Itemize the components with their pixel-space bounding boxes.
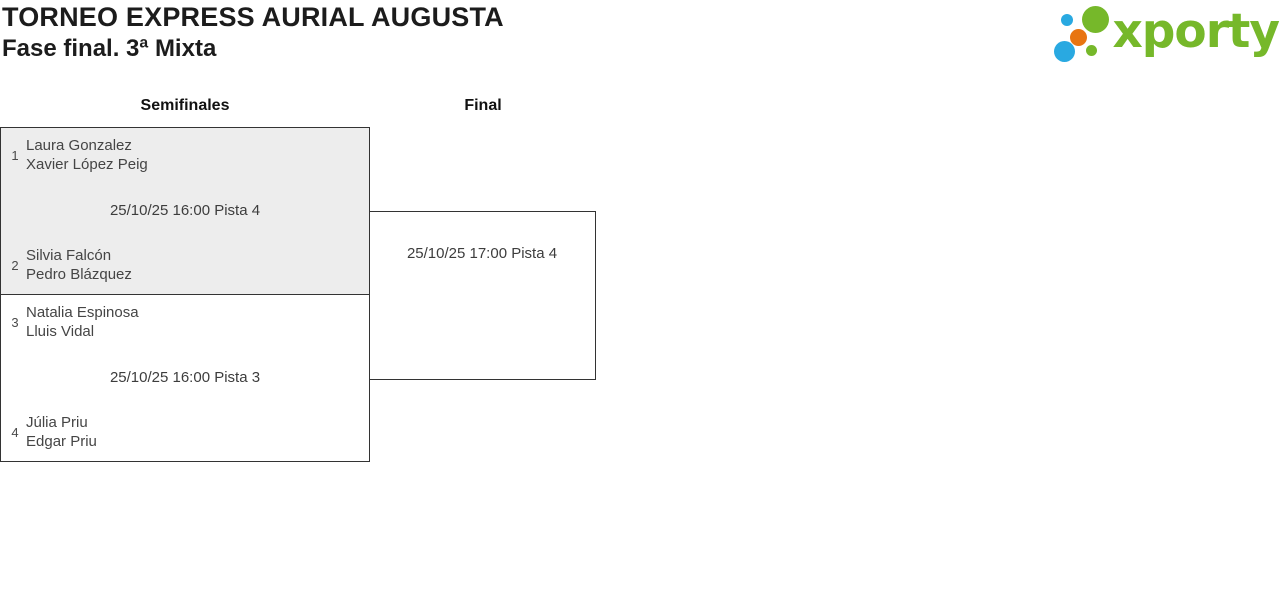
match-card-final[interactable]: 25/10/25 17:00 Pista 4 <box>368 211 596 380</box>
team-players: Silvia Falcón Pedro Blázquez <box>26 246 132 284</box>
logo-dot-icon <box>1086 45 1097 56</box>
seed-number: 3 <box>11 314 19 330</box>
player-name: Pedro Blázquez <box>26 266 132 283</box>
match-card-semifinal-1[interactable]: 1 Laura Gonzalez Xavier López Peig 25/10… <box>0 127 370 295</box>
logo-dot-icon <box>1061 14 1073 26</box>
team-players: Júlia Priu Edgar Priu <box>26 413 97 451</box>
xporty-wordmark: xporty <box>1112 4 1280 59</box>
match-info: 25/10/25 16:00 Pista 4 <box>109 202 261 219</box>
page-title: TORNEO EXPRESS AURIAL AUGUSTA <box>2 2 504 32</box>
team-entry: 2 Silvia Falcón Pedro Blázquez <box>8 246 132 284</box>
logo-dot-icon <box>1054 41 1075 62</box>
round-header-final: Final <box>464 97 502 114</box>
xporty-logo[interactable]: xporty <box>1050 0 1280 70</box>
seed-number: 4 <box>11 424 19 440</box>
round-header-semifinales: Semifinales <box>140 97 230 114</box>
team-entry: 3 Natalia Espinosa Lluis Vidal <box>8 303 139 341</box>
player-name: Silvia Falcón <box>26 247 112 264</box>
logo-dot-icon <box>1082 6 1109 33</box>
team-entry: 4 Júlia Priu Edgar Priu <box>8 413 97 451</box>
logo-dot-icon <box>1070 29 1087 46</box>
player-name: Laura Gonzalez <box>26 137 132 154</box>
player-name: Natalia Espinosa <box>26 304 139 321</box>
match-info: 25/10/25 16:00 Pista 3 <box>109 369 261 386</box>
player-name: Júlia Priu <box>26 414 88 431</box>
player-name: Xavier López Peig <box>26 156 148 173</box>
page-subtitle: Fase final. 3ª Mixta <box>2 35 217 62</box>
match-card-semifinal-2[interactable]: 3 Natalia Espinosa Lluis Vidal 25/10/25 … <box>0 294 370 462</box>
team-entry: 1 Laura Gonzalez Xavier López Peig <box>8 136 148 174</box>
player-name: Lluis Vidal <box>26 323 95 340</box>
match-info: 25/10/25 17:00 Pista 4 <box>406 245 558 262</box>
team-players: Laura Gonzalez Xavier López Peig <box>26 136 148 174</box>
team-players: Natalia Espinosa Lluis Vidal <box>26 303 139 341</box>
player-name: Edgar Priu <box>26 433 97 450</box>
seed-number: 2 <box>11 257 19 273</box>
seed-number: 1 <box>11 147 19 163</box>
